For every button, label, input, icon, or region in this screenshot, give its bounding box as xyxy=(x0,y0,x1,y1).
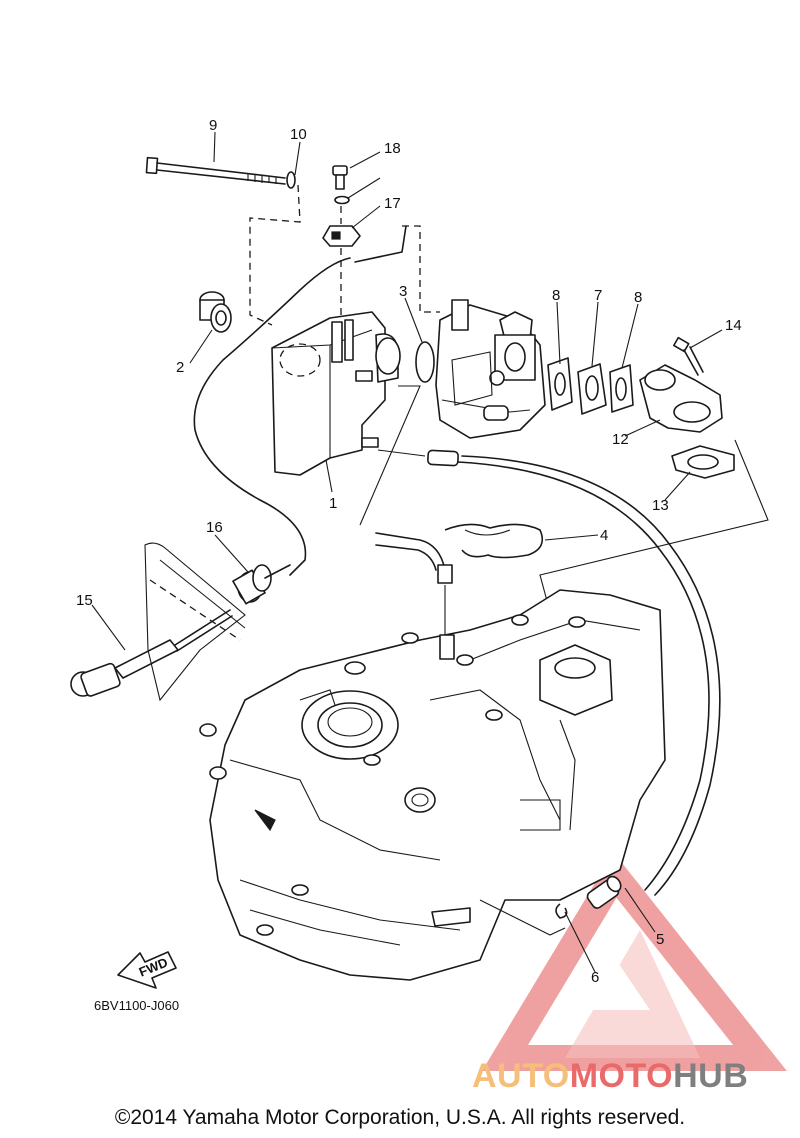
bolt-part-13 xyxy=(673,336,704,376)
callout-9: 9 xyxy=(209,117,217,134)
watermark-logo xyxy=(482,852,787,1071)
washer-part-10 xyxy=(286,171,296,189)
callout-15: 16 xyxy=(206,519,223,536)
callout-leaders xyxy=(91,131,723,973)
callout-14: 15 xyxy=(76,592,93,609)
fuel-hose-upper xyxy=(427,449,721,896)
o-ring-part-3 xyxy=(415,341,435,383)
engine-block xyxy=(199,589,666,981)
fuel-hose-part-4 xyxy=(375,523,544,584)
choke-knob-part-14 xyxy=(70,609,233,697)
grommet-part-2 xyxy=(199,291,232,333)
callout-16: 17 xyxy=(384,195,401,212)
gasket-part-8-b xyxy=(609,364,634,413)
callout-3: 3 xyxy=(399,283,407,300)
callout-8-a: 8 xyxy=(552,287,560,304)
silencer-part-1 xyxy=(271,311,401,476)
fuel-hose-part-5 xyxy=(586,875,622,909)
bracket-outline xyxy=(144,542,246,702)
callout-4: 4 xyxy=(600,527,608,544)
grommet-part-15 xyxy=(232,564,272,605)
diagram-code: 6BV1100-J060 xyxy=(94,998,179,1013)
washer-part-18 xyxy=(334,195,350,205)
callout-17: 18 xyxy=(384,140,401,157)
callout-7: 7 xyxy=(594,287,602,304)
gasket-part-12 xyxy=(671,445,735,479)
callout-13: 14 xyxy=(725,317,742,334)
watermark-text-auto: AUTO xyxy=(472,1057,570,1095)
watermark-text: AUTOMOTOHUB xyxy=(472,1057,748,1095)
gasket-part-8-a xyxy=(547,357,573,411)
callout-1: 1 xyxy=(329,495,337,512)
watermark-text-hub: HUB xyxy=(673,1057,748,1095)
callout-12: 13 xyxy=(652,497,669,514)
callout-5: 5 xyxy=(656,931,664,948)
callout-6: 6 xyxy=(591,969,599,986)
clamp-part-16 xyxy=(322,225,361,247)
clip-part-6 xyxy=(555,903,568,919)
screw-part-17 xyxy=(332,165,348,190)
callout-labels: 9 10 18 17 3 2 1 8 7 8 14 12 13 4 16 15 … xyxy=(76,117,742,986)
fwd-arrow-icon: FWD xyxy=(117,951,177,989)
bolt-part-9 xyxy=(145,156,286,185)
insulator-part-7 xyxy=(577,363,607,415)
copyright-notice: ©2014 Yamaha Motor Corporation, U.S.A. A… xyxy=(115,1106,685,1129)
callout-10: 10 xyxy=(290,126,307,143)
carburetor xyxy=(435,299,546,439)
callout-11: 12 xyxy=(612,431,629,448)
callout-2: 2 xyxy=(176,359,184,376)
callout-8-b: 8 xyxy=(634,289,642,306)
watermark-text-moto: MOTO xyxy=(570,1057,673,1095)
intake-manifold-part-11 xyxy=(639,364,723,433)
